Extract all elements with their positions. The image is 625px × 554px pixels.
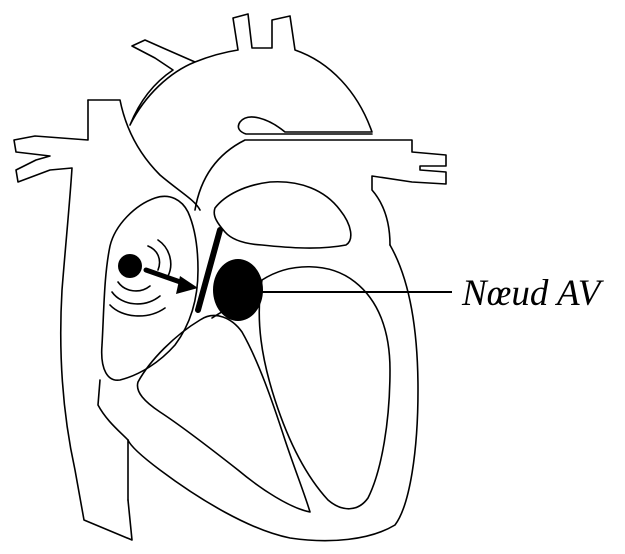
av-node-label: Nœud AV <box>461 273 605 314</box>
conduction-arrowhead <box>176 276 198 294</box>
av-node <box>213 259 263 321</box>
aortic-arch <box>130 14 372 134</box>
conduction-wave-arc <box>118 282 150 291</box>
sa-node <box>118 254 142 278</box>
conduction-wave-arc <box>112 292 160 304</box>
left-ventricle <box>259 267 390 509</box>
superior-vena-cava <box>88 100 200 210</box>
right-ventricle <box>137 316 310 512</box>
inferior-vena-cava <box>98 380 128 440</box>
left-atrium <box>214 182 351 248</box>
conduction-wave-arc <box>148 246 160 270</box>
pulmonary-veins-left <box>14 100 132 540</box>
conduction-wave-arc <box>110 305 165 316</box>
conduction-wave-arc <box>158 240 171 276</box>
